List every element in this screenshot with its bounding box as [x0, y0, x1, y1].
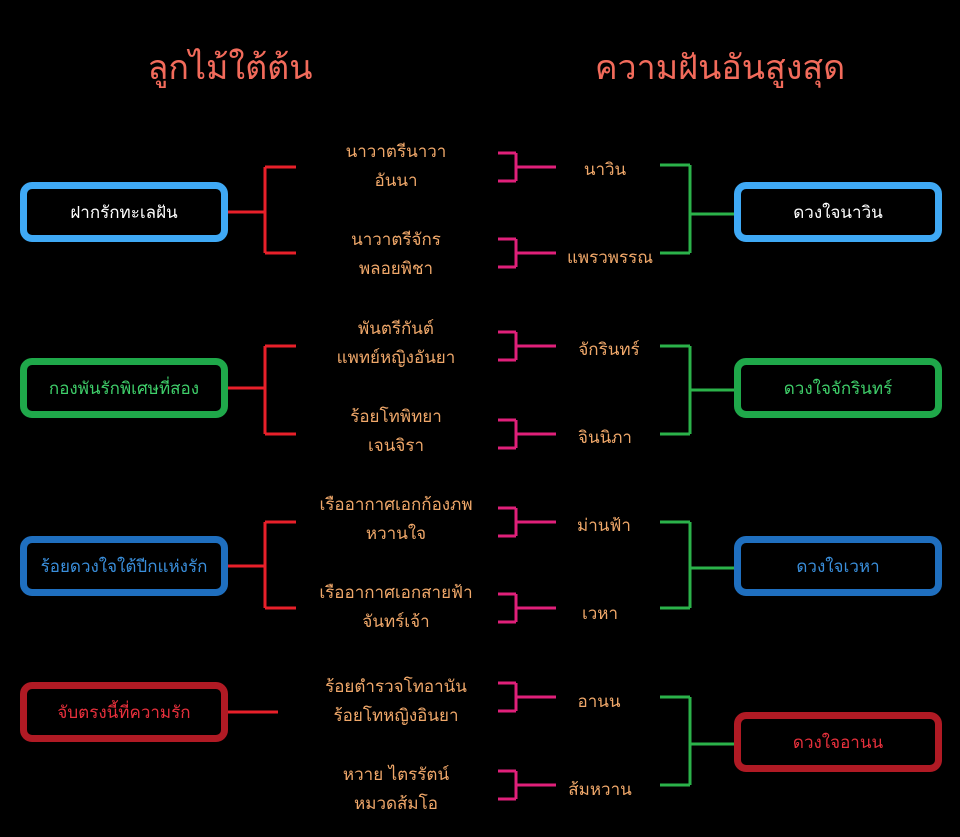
couple-0-0: นาวาตรีนาวา อันนา: [296, 138, 496, 196]
couple-2-0: เรืออากาศเอกก้องภพ หวานใจ: [296, 491, 496, 549]
couple-1-0: พันตรีกันต์ แพทย์หญิงอันยา: [296, 315, 496, 373]
story-box-0: ฝากรักทะเลฝัน: [20, 182, 228, 242]
story-label-2: ร้อยดวงใจใต้ปีกแห่งรัก: [40, 556, 208, 577]
title-right: ความฝันอันสูงสุด: [594, 48, 846, 88]
result-box-1: ดวงใจจักรินทร์: [734, 358, 942, 418]
couple-3-1-line2: หมวดส้มโอ: [354, 794, 438, 814]
child-0-1: แพรวพรรณ: [566, 248, 654, 268]
couple-0-1-line1: นาวาตรีจักร: [351, 230, 441, 250]
result-box-2: ดวงใจเวหา: [734, 536, 942, 596]
couple-0-0-line2: อันนา: [374, 171, 418, 191]
result-box-0: ดวงใจนาวิน: [734, 182, 942, 242]
result-box-3: ดวงใจอานน: [734, 712, 942, 772]
couple-1-1: ร้อยโทพิทยา เจนจิรา: [296, 403, 496, 461]
result-label-0: ดวงใจนาวิน: [793, 202, 883, 223]
couple-0-0-line1: นาวาตรีนาวา: [345, 142, 447, 162]
story-label-1: กองพันรักพิเศษที่สอง: [48, 378, 200, 399]
couple-3-1-line1: หวาย ไตรรัตน์: [342, 765, 450, 785]
story-label-0: ฝากรักทะเลฝัน: [70, 202, 178, 223]
couple-1-0-line1: พันตรีกันต์: [358, 319, 434, 339]
child-1-1: จินนิภา: [578, 428, 632, 448]
couple-3-0-line1: ร้อยตำรวจโทอานัน: [325, 677, 467, 697]
story-box-2: ร้อยดวงใจใต้ปีกแห่งรัก: [20, 536, 228, 596]
couple-2-1: เรืออากาศเอกสายฟ้า จันทร์เจ้า: [296, 579, 496, 637]
result-label-1: ดวงใจจักรินทร์: [783, 378, 893, 399]
title-left: ลูกไม้ใต้ต้น: [147, 48, 313, 88]
couple-2-0-line2: หวานใจ: [365, 524, 427, 544]
child-3-1: ส้มหวาน: [568, 780, 632, 800]
child-3-0: อานน: [577, 692, 621, 712]
child-1-0: จักรินทร์: [578, 340, 640, 360]
story-box-1: กองพันรักพิเศษที่สอง: [20, 358, 228, 418]
couple-1-1-line1: ร้อยโทพิทยา: [350, 407, 442, 427]
couple-3-0: ร้อยตำรวจโทอานัน ร้อยโทหญิงอินยา: [296, 673, 496, 731]
couple-2-1-line2: จันทร์เจ้า: [362, 612, 430, 632]
couple-0-1: นาวาตรีจักร พลอยพิชา: [296, 226, 496, 284]
result-label-2: ดวงใจเวหา: [796, 556, 880, 577]
couple-0-1-line2: พลอยพิชา: [358, 259, 434, 279]
result-label-3: ดวงใจอานน: [792, 732, 884, 753]
couple-1-1-line2: เจนจิรา: [367, 436, 425, 456]
couple-3-1: หวาย ไตรรัตน์ หมวดส้มโอ: [296, 761, 496, 819]
couple-1-0-line2: แพทย์หญิงอันยา: [336, 348, 456, 368]
story-label-3: จับตรงนี้ที่ความรัก: [57, 702, 191, 723]
couple-3-0-line2: ร้อยโทหญิงอินยา: [333, 706, 459, 726]
couple-2-0-line1: เรืออากาศเอกก้องภพ: [319, 495, 473, 515]
story-box-3: จับตรงนี้ที่ความรัก: [20, 682, 228, 742]
child-2-1: เวหา: [581, 604, 619, 624]
couple-2-1-line1: เรืออากาศเอกสายฟ้า: [319, 583, 473, 603]
child-2-0: ม่านฟ้า: [577, 516, 631, 536]
child-0-0: นาวิน: [583, 160, 627, 180]
